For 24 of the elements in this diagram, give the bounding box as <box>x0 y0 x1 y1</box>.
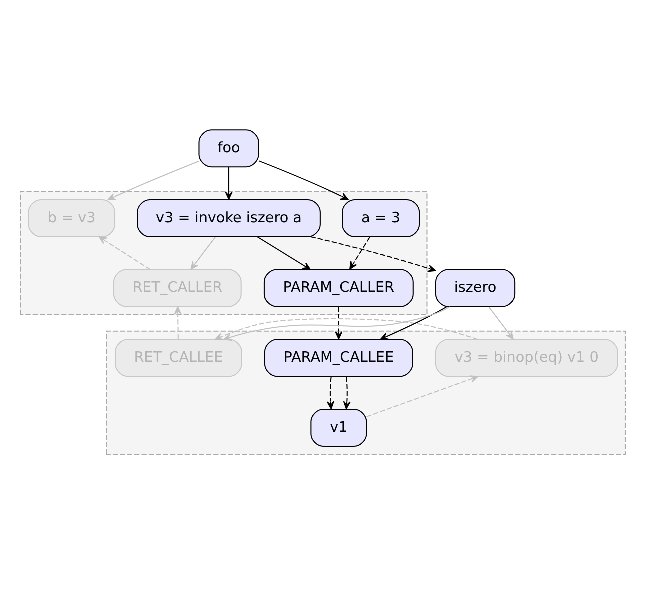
arrow <box>108 160 200 200</box>
arrow <box>224 306 450 341</box>
arrow <box>335 306 343 340</box>
arrow <box>343 376 351 410</box>
arrow <box>326 376 334 410</box>
node-box: foo <box>198 129 260 168</box>
arrow <box>350 236 370 270</box>
arrow <box>174 306 182 339</box>
arrow <box>190 236 216 270</box>
node-box: PARAM_CALLER <box>264 268 414 307</box>
node-box: iszero <box>435 268 516 307</box>
arrow <box>98 236 151 270</box>
arrow <box>258 160 349 200</box>
node-box: PARAM_CALLEE <box>264 338 414 377</box>
node-box: v1 <box>310 408 368 446</box>
node-box: v3 = invoke iszero a <box>137 198 321 237</box>
arrow <box>380 306 448 340</box>
arrow <box>488 306 514 340</box>
arrow <box>366 375 478 417</box>
arrow <box>215 318 478 340</box>
arrow <box>257 236 311 270</box>
node-box: a = 3 <box>342 198 420 237</box>
arrow <box>310 236 436 272</box>
arrow <box>225 166 233 200</box>
